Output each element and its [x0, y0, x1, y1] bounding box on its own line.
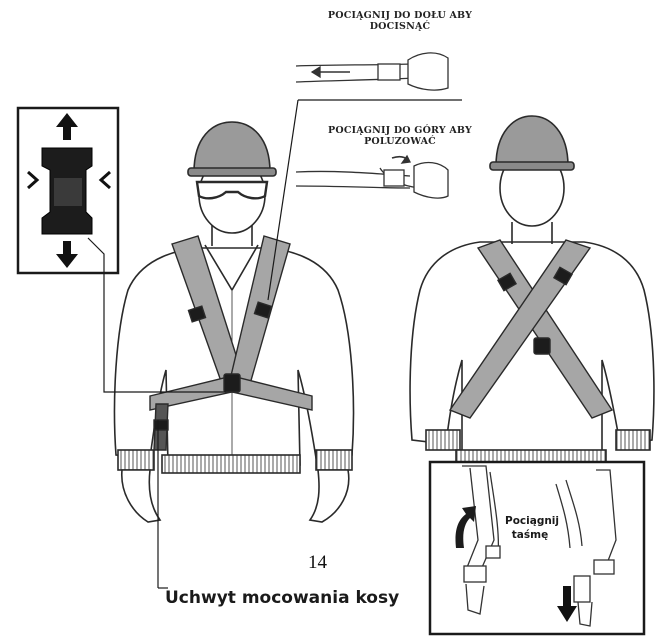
back-center-buckle: [534, 338, 550, 354]
front-waistband: [162, 455, 300, 473]
front-hand-right: [310, 470, 349, 522]
front-figure: [115, 122, 354, 522]
front-cuff-left: [118, 450, 154, 470]
strap-detail-inset: [430, 462, 644, 634]
front-helmet: [194, 122, 270, 172]
pull-strap-label: Pociągnij taśmę: [505, 514, 555, 542]
scythe-grip-label: Uchwyt mocowania kosy: [165, 588, 399, 608]
page-number: 14: [308, 552, 327, 574]
front-center-buckle: [224, 374, 240, 392]
back-helmet: [496, 116, 568, 166]
tighten-caption: POCIĄGNIJ DO DOŁU ABY DOCISNĄĆ: [300, 10, 500, 32]
loosen-caption: POCIĄGNIJ DO GÓRY ABY POLUZOWAĆ: [300, 125, 500, 147]
back-cuff-right: [616, 430, 650, 450]
front-cuff-right: [316, 450, 352, 470]
front-hand-left: [122, 470, 160, 522]
back-jacket: [410, 242, 654, 460]
back-cuff-left: [426, 430, 460, 450]
tighten-illustration: [296, 53, 448, 90]
buckle-inset: [18, 108, 118, 273]
loosen-illustration: [296, 156, 448, 198]
